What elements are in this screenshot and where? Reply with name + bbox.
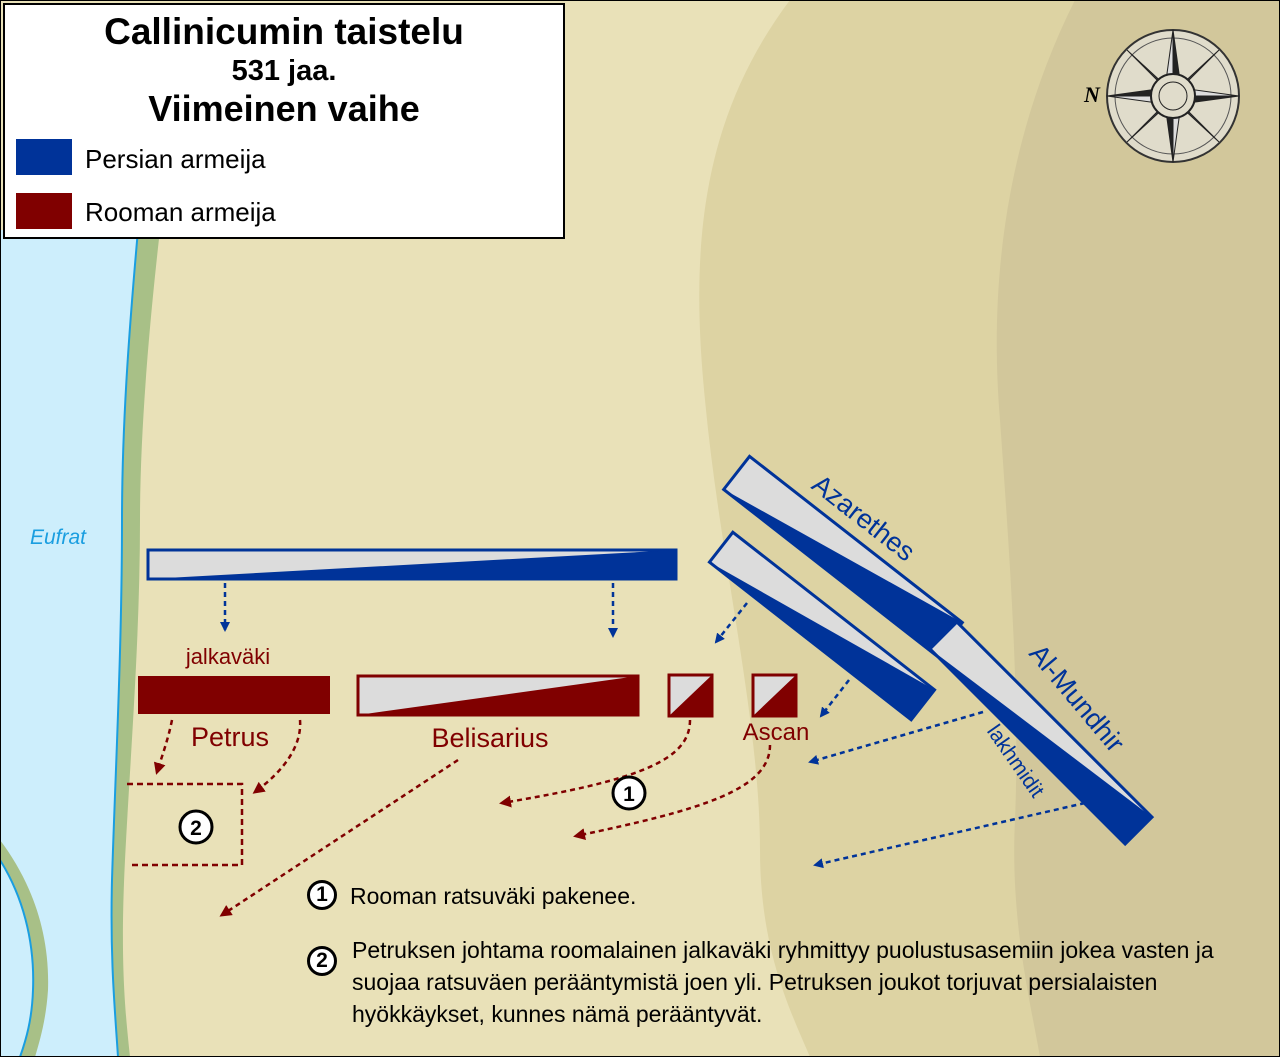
label-ascan: Ascan: [743, 719, 810, 746]
roman-arrow: [573, 744, 772, 841]
note-two-number: 2: [307, 946, 337, 976]
persian-main-line: [146, 548, 678, 581]
note-two-text: Petruksen johtama roomalainen jalkaväki …: [352, 937, 1214, 1027]
river-edge: [110, 229, 139, 1057]
map-title: Callinicumin taistelu: [104, 11, 464, 52]
persian-arrow: [819, 679, 850, 718]
roman-cavalry-block-2: [751, 673, 798, 718]
label-jalkavaki: jalkaväki: [185, 644, 270, 669]
legend-swatch-persian: [16, 139, 72, 175]
roman-arrow: [499, 719, 692, 808]
marker-one: 1: [611, 775, 647, 811]
persian-arrow: [808, 710, 984, 765]
roman-arrow: [219, 758, 459, 917]
river: [0, 230, 138, 1057]
map-year: 531 jaa.: [231, 55, 337, 87]
persian-cavalry-block: [707, 530, 937, 722]
roman-arrow: [153, 719, 174, 775]
persian-arrow: [813, 801, 1086, 869]
persian-attack-arrows: [220, 583, 1086, 869]
compass-north-label: N: [1083, 82, 1101, 107]
persian-al-mundhir-block: [927, 619, 1155, 847]
note-one-text: Rooman ratsuväki pakenee.: [350, 883, 637, 909]
roman-retreat-arrows: [153, 719, 772, 917]
note-one-number: 1: [307, 880, 337, 910]
compass-rose-icon: N: [1083, 29, 1240, 163]
roman-arrow: [252, 719, 302, 794]
label-belisarius: Belisarius: [431, 723, 548, 753]
roman-belisarius-block: [356, 674, 640, 717]
map-phase: Viimeinen vaihe: [148, 88, 420, 129]
marker-two: 2: [178, 809, 214, 845]
legend-swatch-roman: [16, 193, 72, 229]
defensive-position: [127, 782, 244, 867]
roman-cavalry-block-1: [667, 673, 714, 718]
label-petrus: Petrus: [191, 722, 269, 752]
marker-one-number: 1: [623, 783, 635, 806]
river-label: Eufrat: [30, 526, 87, 549]
marker-two-number: 2: [190, 817, 202, 840]
dune-band-dark: [996, 0, 1280, 1057]
river-branch: [0, 858, 35, 1057]
legend-label-persian: Persian armeija: [85, 144, 266, 174]
legend-label-roman: Rooman armeija: [85, 197, 276, 227]
map-legend: Callinicumin taistelu 531 jaa. Viimeinen…: [3, 3, 565, 239]
roman-infantry-petrus: [138, 676, 330, 714]
